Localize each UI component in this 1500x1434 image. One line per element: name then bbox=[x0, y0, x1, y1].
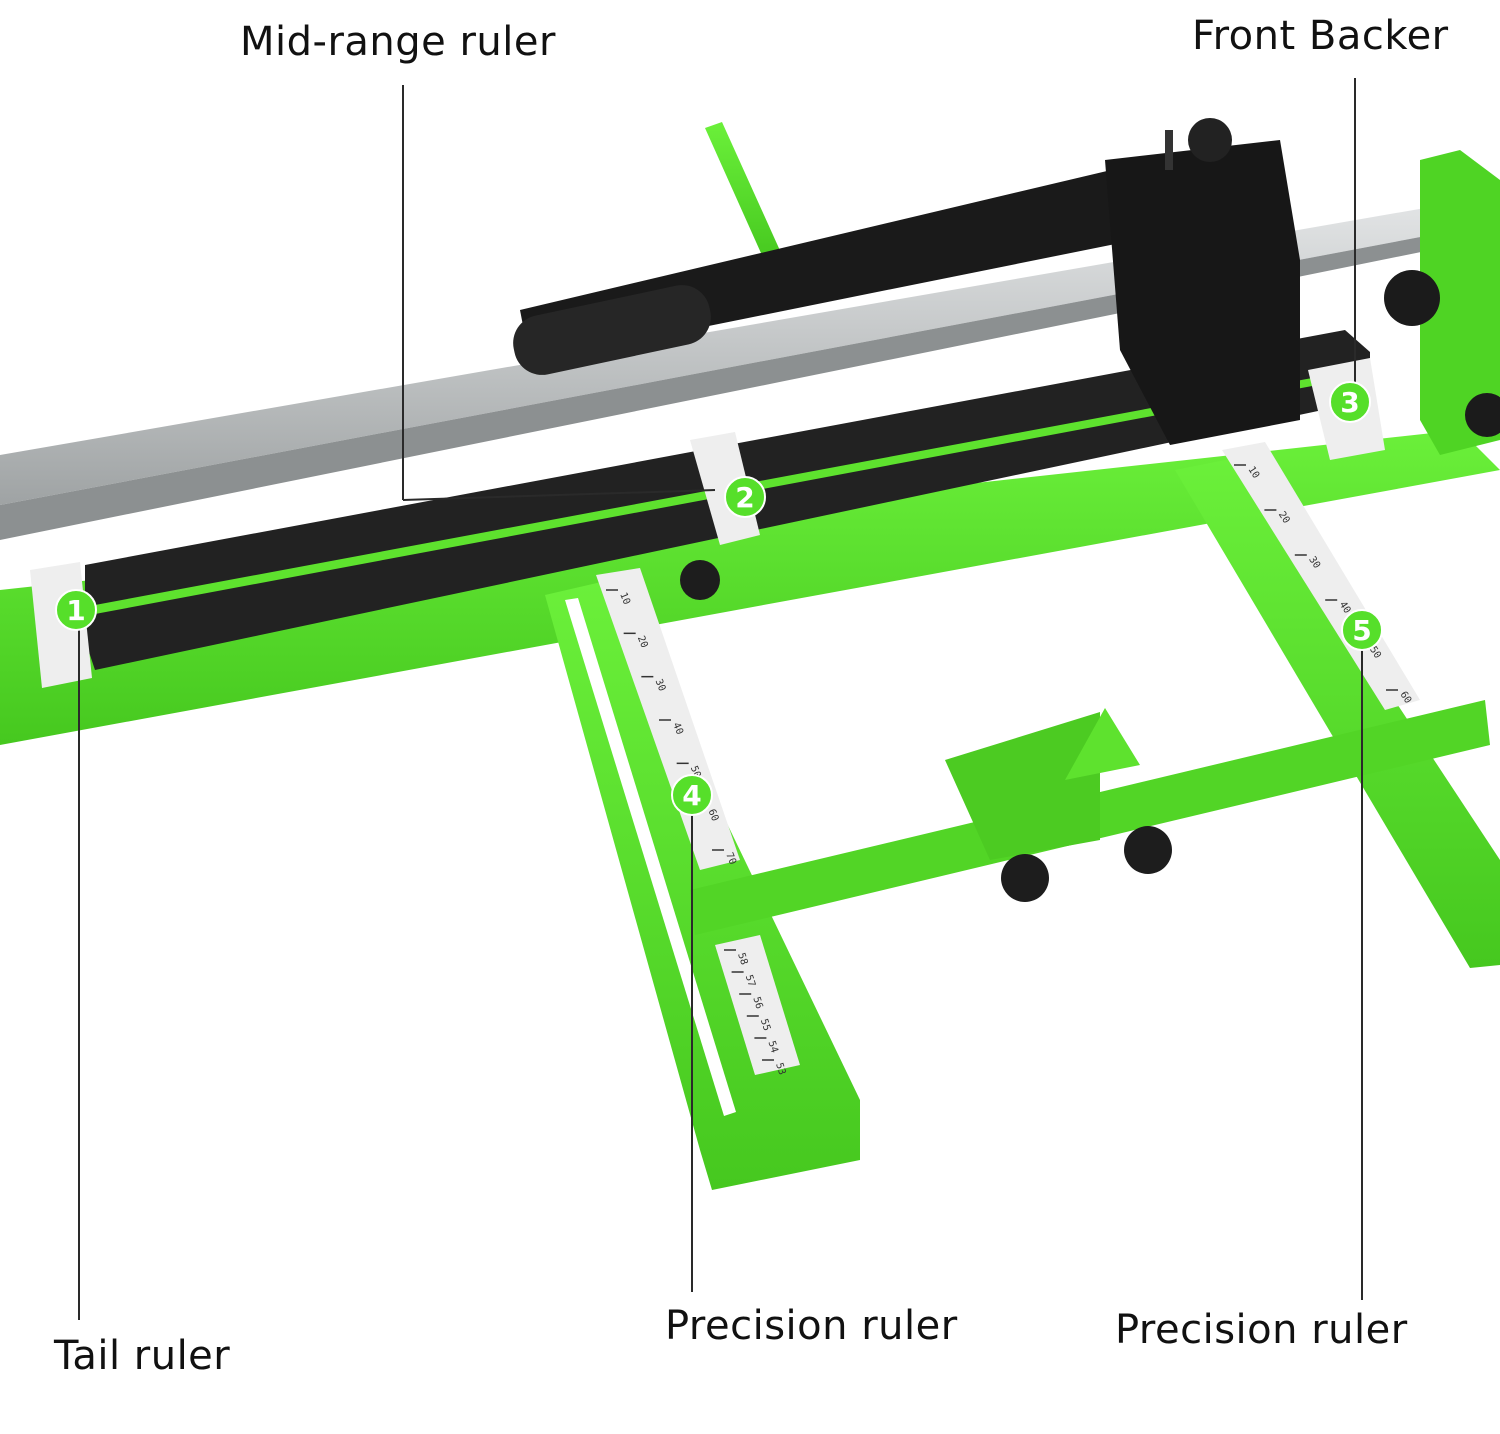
marker-3: 3 bbox=[1329, 381, 1371, 423]
left-scale-tick-label: 10 bbox=[617, 591, 632, 606]
left-scale-tick-label: 30 bbox=[653, 678, 668, 693]
crossbar-fin bbox=[1065, 708, 1140, 780]
lower-scale-ticks: 58 57 56 55 54 53 bbox=[724, 949, 787, 1077]
right-end-wheel bbox=[1465, 393, 1500, 437]
marker-4: 4 bbox=[671, 774, 713, 816]
lever-handle-icon[interactable] bbox=[508, 162, 1160, 380]
marker-2-label: 2 bbox=[735, 481, 754, 514]
callout-precision-ruler-left: Precision ruler bbox=[665, 1303, 958, 1349]
callout-precision-ruler-right: Precision ruler bbox=[1115, 1307, 1408, 1353]
marker-4-label: 4 bbox=[682, 779, 701, 812]
marker-3-label: 3 bbox=[1340, 386, 1359, 419]
left-arm-slot bbox=[565, 598, 736, 1116]
adjustment-knob-icon[interactable] bbox=[680, 560, 1172, 902]
lower-scale-tick-label: 58 bbox=[735, 952, 749, 967]
right-square-arm bbox=[1175, 458, 1500, 968]
marker-1: 1 bbox=[55, 589, 97, 631]
marker-5-label: 5 bbox=[1352, 614, 1371, 647]
callout-mid-range-ruler: Mid-range ruler bbox=[240, 19, 556, 65]
lower-scale-tick-label: 56 bbox=[750, 996, 764, 1011]
right-end-knob bbox=[1384, 270, 1440, 326]
leader-line-mid-range-horizontal bbox=[402, 489, 716, 501]
left-scale-tick-label: 60 bbox=[706, 808, 721, 823]
crossbar-bracket bbox=[945, 712, 1100, 860]
cutting-head bbox=[1105, 118, 1300, 445]
callout-tail-ruler: Tail ruler bbox=[54, 1333, 231, 1379]
marker-5: 5 bbox=[1341, 609, 1383, 651]
lower-scale-tick-label: 57 bbox=[743, 974, 757, 989]
lower-scale-tick-label: 53 bbox=[773, 1062, 787, 1077]
marker-1-label: 1 bbox=[66, 594, 85, 627]
marker-2: 2 bbox=[724, 476, 766, 518]
ruler-strip-lower bbox=[715, 935, 800, 1075]
left-scale-tick-label: 70 bbox=[723, 851, 738, 866]
left-scale-tick-label: 40 bbox=[670, 721, 685, 736]
right-end-block bbox=[1420, 150, 1500, 455]
back-support-leg bbox=[705, 122, 782, 262]
callout-front-backer: Front Backer bbox=[1192, 13, 1449, 59]
left-scale-tick-label: 20 bbox=[635, 634, 650, 649]
main-frame-base bbox=[0, 430, 1500, 745]
lower-scale-tick-label: 55 bbox=[758, 1018, 772, 1033]
lower-scale-tick-label: 54 bbox=[766, 1040, 780, 1055]
